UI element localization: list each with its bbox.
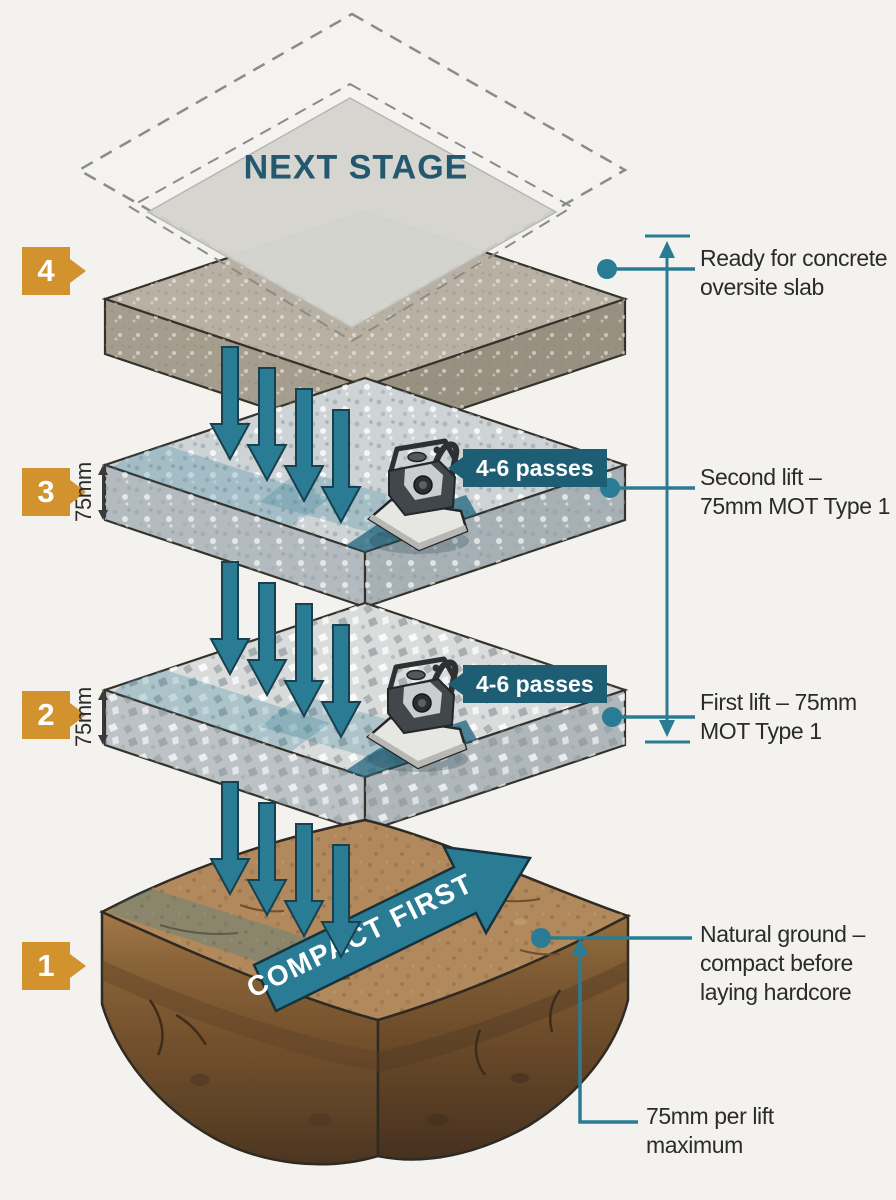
label-line: Second lift – [700, 464, 822, 490]
label-line: 75mm MOT Type 1 [700, 493, 890, 519]
slab-layer-3 [101, 376, 629, 609]
label-line: laying hardcore [700, 979, 852, 1005]
label-second-lift: Second lift – 75mm MOT Type 1 [700, 463, 890, 521]
next-stage-title: NEXT STAGE [243, 148, 469, 187]
per-lift-arrowhead [572, 938, 588, 955]
total-depth-dimension [645, 234, 690, 744]
label-line: First lift – 75mm [700, 689, 857, 715]
label-line: Natural ground – [700, 921, 865, 947]
stage-number: 2 [37, 697, 55, 732]
first-lift-passes-badge: 4-6 passes [463, 665, 607, 703]
stage-number: 4 [37, 253, 55, 288]
stage-badge-1: 1 [22, 942, 70, 990]
ghost-next-stage-slab [76, 12, 628, 343]
stage-number: 1 [37, 948, 55, 983]
label-line: compact before [700, 950, 853, 976]
stage-badge-3: 3 [22, 468, 70, 516]
label-ready-for-concrete: Ready for concrete oversite slab [700, 244, 888, 302]
second-lift-thickness-label: 75mm [71, 462, 96, 522]
label-line: 75mm per lift [646, 1103, 774, 1129]
label-natural-ground: Natural ground – compact before laying h… [700, 920, 865, 1007]
slab-layer-2 [101, 601, 629, 834]
stage-badge-4: 4 [22, 247, 70, 295]
first-lift-thickness-label: 75mm [71, 687, 96, 747]
stage-number: 3 [37, 474, 55, 509]
label-line: oversite slab [700, 274, 824, 300]
lift-thickness-dimensions [98, 465, 108, 745]
label-per-lift-maximum: 75mm per lift maximum [646, 1102, 774, 1160]
second-lift-passes-badge: 4-6 passes [463, 449, 607, 487]
label-line: maximum [646, 1132, 743, 1158]
natural-ground-block [99, 818, 632, 1166]
stage-badge-2: 2 [22, 691, 70, 739]
label-first-lift: First lift – 75mm MOT Type 1 [700, 688, 857, 746]
label-line: MOT Type 1 [700, 718, 822, 744]
label-line: Ready for concrete [700, 245, 888, 271]
leader-lines [541, 267, 695, 1124]
